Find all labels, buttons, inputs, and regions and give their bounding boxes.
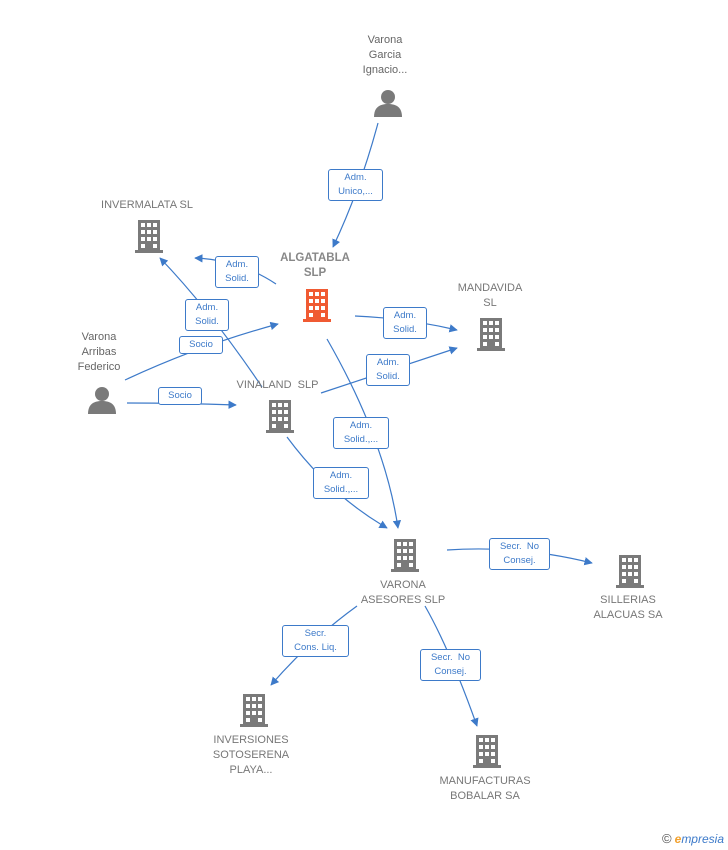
node-sillerias-label[interactable]: SILLERIAS ALACUAS SA — [593, 594, 663, 621]
building-icon[interactable] — [616, 555, 644, 588]
edge-label-e3[interactable]: Adm.Solid. — [185, 299, 229, 331]
edge-label-e6[interactable]: Adm.Solid. — [383, 307, 427, 339]
brand-initial: e — [674, 832, 682, 846]
node-invermalata-label[interactable]: INVERMALATA SL — [101, 199, 193, 211]
building-icon[interactable] — [266, 400, 294, 433]
node-varona-arribas-label[interactable]: Varona Arribas Federico — [77, 331, 121, 373]
main-building-icon[interactable] — [303, 289, 331, 322]
node-manufacturas-label[interactable]: MANUFACTURAS BOBALAR SA — [439, 775, 531, 802]
brand-name: mpresia — [681, 832, 724, 846]
node-vinaland-label[interactable]: VINALAND SLP — [236, 379, 319, 391]
building-icon[interactable] — [135, 220, 163, 253]
edge-label-e4[interactable]: Socio — [179, 336, 223, 354]
edge-label-e8[interactable]: Adm.Solid.,... — [333, 417, 389, 449]
node-varona-garcia-label[interactable]: Varona Garcia Ignacio... — [362, 34, 408, 76]
building-icon[interactable] — [473, 735, 501, 768]
person-icon[interactable] — [374, 90, 402, 117]
empresia-logo[interactable]: ©empresia — [662, 831, 724, 846]
person-icon[interactable] — [88, 387, 116, 414]
node-varona-asesores-label[interactable]: VARONA ASESORES SLP — [360, 579, 446, 606]
edge-label-e1[interactable]: Adm.Unico,... — [328, 169, 383, 201]
copyright-symbol: © — [662, 831, 672, 846]
edge-label-e9[interactable]: Adm.Solid.,... — [313, 467, 369, 499]
building-icon[interactable] — [240, 694, 268, 727]
edge-label-e11[interactable]: Secr.Cons. Liq. — [282, 625, 349, 657]
building-icon[interactable] — [391, 539, 419, 572]
node-inversiones-label[interactable]: INVERSIONES SOTOSERENA PLAYA... — [212, 734, 290, 776]
building-icon[interactable] — [477, 318, 505, 351]
node-algatabla-label[interactable]: ALGATABLA SLP — [280, 252, 350, 279]
edge-label-e5[interactable]: Socio — [158, 387, 202, 405]
node-mandavida-label[interactable]: MANDAVIDA SL — [457, 282, 523, 309]
edge-label-e7[interactable]: Adm.Solid. — [366, 354, 410, 386]
edge-label-e2[interactable]: Adm.Solid. — [215, 256, 259, 288]
